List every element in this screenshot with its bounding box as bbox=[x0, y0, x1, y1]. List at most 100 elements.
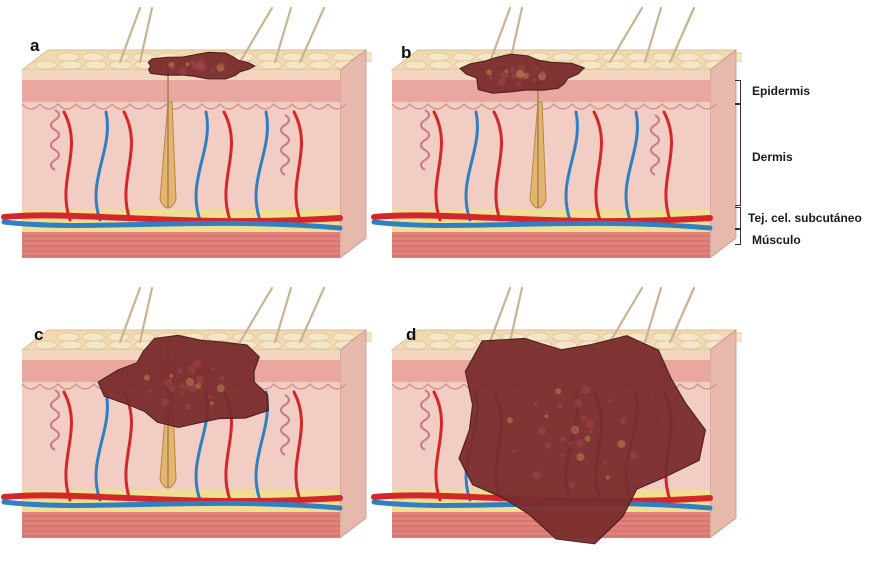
lesion-texture bbox=[185, 62, 189, 66]
surface-cell bbox=[677, 333, 699, 341]
lesion-texture bbox=[500, 70, 508, 78]
lesion-texture bbox=[185, 404, 191, 410]
lesion-texture bbox=[540, 69, 546, 75]
lesion-texture bbox=[211, 367, 215, 371]
lesion-texture bbox=[169, 386, 175, 392]
panel-letter-c: c bbox=[34, 325, 43, 345]
surface-cell bbox=[57, 53, 79, 61]
lesion-texture bbox=[532, 78, 536, 82]
label-subcutaneous: Tej. cel. subcutáneo bbox=[748, 211, 862, 225]
lesion-texture bbox=[179, 67, 187, 75]
surface-cell bbox=[605, 61, 627, 69]
lesion-texture bbox=[507, 417, 513, 423]
lesion-texture bbox=[218, 62, 224, 68]
lesion-texture bbox=[573, 428, 577, 432]
surface-cell bbox=[307, 333, 329, 341]
lesion-texture bbox=[187, 379, 193, 385]
surface-cell bbox=[332, 53, 354, 61]
surface-cell bbox=[577, 333, 599, 341]
surface-cell bbox=[307, 53, 329, 61]
lesion-texture bbox=[589, 430, 593, 434]
surface-cell bbox=[552, 333, 574, 341]
surface-cell bbox=[285, 61, 307, 69]
surface-cell bbox=[85, 61, 107, 69]
surface-cell bbox=[85, 341, 107, 349]
lesion-texture bbox=[217, 384, 225, 392]
panel-a: a bbox=[0, 0, 372, 280]
surface-cell bbox=[430, 341, 452, 349]
lesion-texture bbox=[512, 449, 516, 453]
panel-letter-d: d bbox=[406, 325, 416, 345]
lesion-texture bbox=[190, 60, 196, 66]
surface-cell bbox=[677, 53, 699, 61]
surface-cell bbox=[207, 333, 229, 341]
surface-cell bbox=[702, 53, 724, 61]
bracket-dermis bbox=[735, 104, 741, 206]
surface-cell bbox=[60, 341, 82, 349]
lesion-texture bbox=[569, 441, 573, 445]
lesion-texture bbox=[560, 453, 564, 457]
lesion-texture bbox=[574, 399, 582, 407]
panel-c: c bbox=[0, 280, 372, 559]
surface-cell bbox=[655, 61, 677, 69]
lesion-texture bbox=[557, 403, 563, 409]
lesion-texture bbox=[489, 76, 493, 80]
lesion-texture bbox=[586, 420, 594, 428]
lesion-texture bbox=[179, 383, 185, 389]
lesion-texture bbox=[560, 436, 566, 442]
lesion-texture bbox=[545, 443, 551, 449]
surface-cell bbox=[680, 341, 702, 349]
lesion-texture bbox=[582, 386, 590, 394]
lesion-texture bbox=[629, 452, 637, 460]
panel-letter-b: b bbox=[401, 43, 411, 63]
lesion-texture bbox=[618, 440, 626, 448]
panel-b: b bbox=[370, 0, 742, 280]
surface-cell bbox=[655, 341, 677, 349]
lesion-texture bbox=[161, 398, 169, 406]
label-epidermis: Epidermis bbox=[752, 84, 810, 98]
lesion-texture bbox=[180, 391, 184, 395]
lesion-texture bbox=[569, 482, 575, 488]
lesion-texture bbox=[533, 471, 541, 479]
lesion-texture bbox=[510, 67, 516, 73]
side-face bbox=[710, 50, 736, 258]
surface-cell bbox=[702, 333, 724, 341]
surface-cell bbox=[60, 61, 82, 69]
lesion-texture bbox=[148, 389, 152, 393]
lesion-texture bbox=[516, 81, 522, 87]
surface-cell bbox=[310, 61, 332, 69]
label-muscle: Músculo bbox=[752, 233, 801, 247]
lesion-texture bbox=[555, 388, 561, 394]
surface-cell bbox=[427, 53, 449, 61]
surface-cell bbox=[260, 341, 282, 349]
lesion-texture bbox=[210, 401, 214, 405]
lesion-texture bbox=[585, 436, 591, 442]
lesion-texture bbox=[516, 70, 524, 78]
surface-cell bbox=[82, 53, 104, 61]
surface-cell bbox=[132, 333, 154, 341]
surface-cell bbox=[452, 333, 474, 341]
lesion-texture bbox=[576, 439, 584, 447]
surface-cell bbox=[260, 61, 282, 69]
lesion-texture bbox=[208, 395, 212, 399]
surface-cell bbox=[57, 333, 79, 341]
surface-cell bbox=[577, 53, 599, 61]
skin-block-b bbox=[370, 0, 742, 280]
label-dermis: Dermis bbox=[752, 150, 793, 164]
surface-cell bbox=[430, 61, 452, 69]
side-face bbox=[340, 50, 366, 258]
lesion-texture bbox=[498, 78, 506, 86]
surface-cell bbox=[427, 333, 449, 341]
surface-cell bbox=[310, 341, 332, 349]
lesion-texture bbox=[526, 72, 530, 76]
lesion-texture bbox=[581, 415, 587, 421]
surface-cell bbox=[107, 53, 129, 61]
lesion-texture bbox=[603, 461, 607, 465]
surface-cell bbox=[35, 61, 57, 69]
lesion-texture bbox=[486, 69, 492, 75]
skin-block-c bbox=[0, 280, 372, 559]
lesion-texture bbox=[219, 375, 225, 381]
surface-cell bbox=[285, 341, 307, 349]
lesion-texture bbox=[169, 374, 173, 378]
lesion-texture bbox=[185, 386, 189, 390]
